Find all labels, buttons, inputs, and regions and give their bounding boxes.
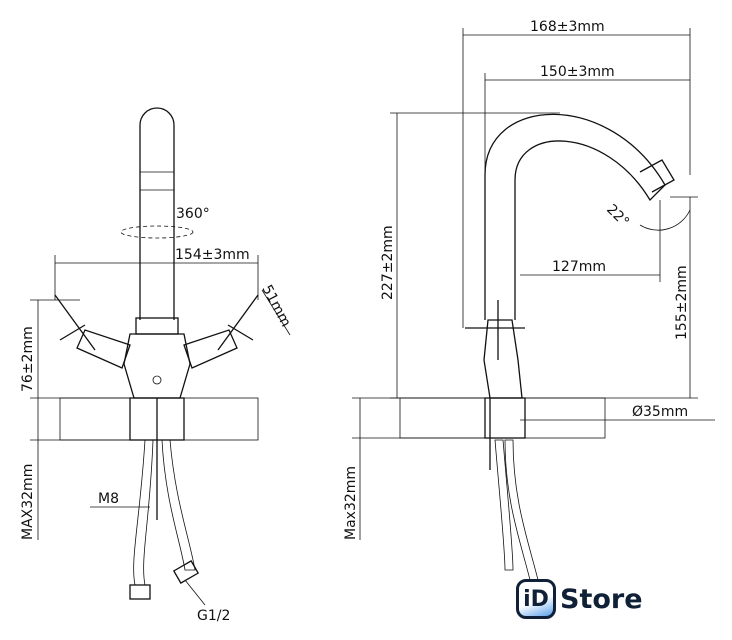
stud-label: M8 — [98, 491, 119, 507]
spout-reach-label: 127mm — [552, 259, 606, 275]
body — [123, 333, 191, 399]
side-view — [352, 28, 715, 581]
rotation-arc — [120, 225, 194, 239]
left-valve — [76, 329, 131, 369]
thread-label: G1/2 — [197, 608, 230, 624]
aerator — [639, 159, 675, 193]
spout-height-label: 155±2mm — [674, 265, 690, 340]
handle-label: 51mm — [258, 282, 293, 329]
height-label: 76±2mm — [20, 326, 36, 392]
hose-left — [133, 439, 154, 586]
hose-right — [161, 439, 196, 571]
reach-inner-label: 150±3mm — [540, 64, 615, 80]
right-handle — [217, 294, 259, 351]
diameter-label: Ø35mm — [632, 404, 688, 420]
right-valve — [183, 329, 238, 369]
left-handle — [54, 294, 96, 351]
countertop-section — [399, 397, 606, 439]
logo-text: Store — [560, 583, 643, 615]
handle-cross — [465, 300, 525, 360]
front-view — [30, 107, 291, 606]
idstore-logo: iD Store — [516, 579, 643, 619]
left-max-label: MAX32mm — [20, 464, 36, 540]
width-label: 154±3mm — [175, 247, 250, 263]
logo-mark: iD — [516, 579, 556, 619]
angle-label: 22° — [603, 202, 632, 231]
spout-pipe — [139, 107, 175, 320]
rotation-label: 360° — [176, 206, 210, 222]
base — [483, 319, 523, 399]
right-max-label: Max32mm — [343, 466, 359, 540]
spout-arc — [484, 113, 666, 320]
countertop-section — [59, 397, 259, 441]
total-height-label: 227±2mm — [380, 225, 396, 300]
reach-outer-label: 168±3mm — [530, 19, 605, 35]
